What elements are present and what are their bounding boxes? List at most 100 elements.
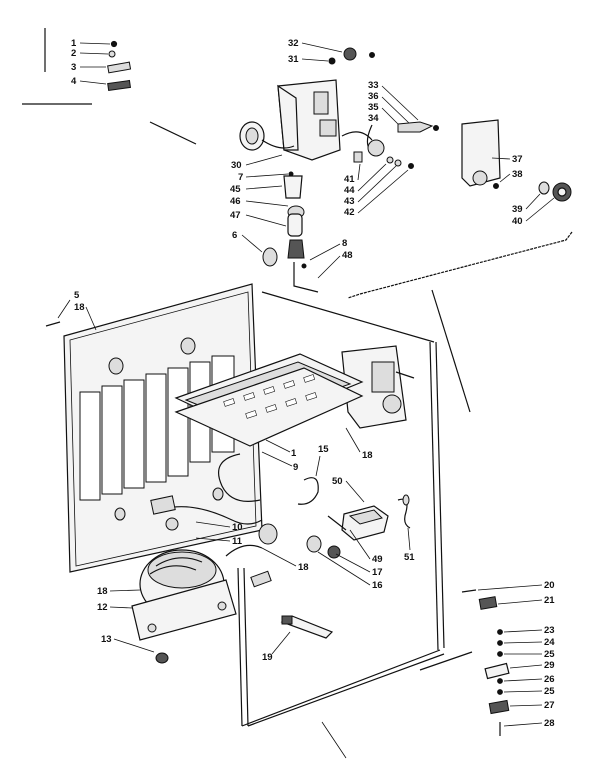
label-part-40: 40 bbox=[512, 216, 523, 227]
leveling-leg-icon bbox=[484, 662, 510, 680]
hardware-group-top-left: 1 2 3 4 bbox=[71, 38, 132, 92]
nut-icon bbox=[328, 57, 336, 65]
label-part-38: 38 bbox=[512, 169, 523, 180]
label-part-24: 24 bbox=[544, 637, 555, 648]
grommet-icon bbox=[262, 247, 278, 267]
bracket-icon bbox=[107, 61, 132, 74]
label-part-30: 30 bbox=[231, 160, 242, 171]
label-part-4: 4 bbox=[71, 76, 77, 87]
label-part-45: 45 bbox=[230, 184, 241, 195]
screw-icon bbox=[461, 589, 477, 593]
label-part-49: 49 bbox=[372, 554, 383, 565]
label-part-18-a: 18 bbox=[74, 302, 85, 313]
label-part-8: 8 bbox=[342, 238, 347, 249]
grommet-icon bbox=[327, 545, 341, 559]
label-part-11: 11 bbox=[232, 536, 243, 547]
capacitor-icon bbox=[287, 213, 303, 237]
thermostat-group: 33 36 35 34 bbox=[341, 80, 439, 157]
screw-icon bbox=[408, 163, 414, 169]
label-part-39: 39 bbox=[512, 204, 523, 215]
label-part-50: 50 bbox=[332, 476, 343, 487]
label-part-18-d: 18 bbox=[97, 586, 108, 597]
label-part-12: 12 bbox=[97, 602, 108, 613]
label-part-2: 2 bbox=[71, 48, 76, 59]
terminal-group: 41 44 43 42 bbox=[344, 151, 414, 218]
label-part-33: 33 bbox=[368, 80, 379, 91]
label-part-23: 23 bbox=[544, 625, 555, 636]
control-housing: 32 31 bbox=[277, 38, 375, 161]
terminal-icon bbox=[353, 151, 363, 163]
switch-icon bbox=[367, 139, 385, 157]
capacitor-icon bbox=[306, 535, 322, 553]
label-part-43: 43 bbox=[344, 196, 355, 207]
label-part-27: 27 bbox=[544, 700, 555, 711]
label-part-25-b: 25 bbox=[544, 686, 555, 697]
compressor-assembly: 10 11 18 18 12 13 bbox=[97, 453, 309, 664]
label-part-47: 47 bbox=[230, 210, 241, 221]
clip-icon bbox=[478, 596, 498, 610]
label-part-9: 9 bbox=[293, 462, 298, 473]
label-part-26: 26 bbox=[544, 674, 555, 685]
label-part-34: 34 bbox=[368, 113, 379, 124]
base-plate-icon bbox=[131, 579, 237, 641]
label-part-17: 17 bbox=[372, 567, 383, 578]
label-part-36: 36 bbox=[368, 91, 379, 102]
label-part-6: 6 bbox=[232, 230, 237, 241]
label-part-1: 1 bbox=[71, 38, 77, 49]
screw-icon bbox=[110, 40, 118, 48]
label-part-16: 16 bbox=[372, 580, 383, 591]
label-part-3: 3 bbox=[71, 62, 76, 73]
label-part-18-b: 18 bbox=[362, 450, 373, 461]
drain-pan: 18 1 9 bbox=[174, 353, 373, 473]
label-part-35: 35 bbox=[368, 102, 379, 113]
nut-icon bbox=[497, 678, 503, 684]
label-part-1-b: 1 bbox=[291, 448, 297, 459]
label-part-37: 37 bbox=[512, 154, 523, 165]
control-box bbox=[341, 345, 415, 429]
washer-icon bbox=[497, 689, 503, 695]
label-part-32: 32 bbox=[288, 38, 299, 49]
washer-icon bbox=[497, 651, 503, 657]
washer-icon bbox=[108, 50, 116, 58]
drier-icon bbox=[150, 495, 176, 515]
overload-icon bbox=[287, 239, 305, 259]
screw-icon bbox=[369, 52, 375, 58]
washer-icon bbox=[497, 640, 503, 646]
label-part-18-c: 18 bbox=[298, 562, 309, 573]
label-part-5: 5 bbox=[74, 290, 80, 301]
label-part-31: 31 bbox=[288, 54, 299, 65]
margin-marks bbox=[22, 28, 197, 145]
electrical-parts: 15 50 49 17 16 51 bbox=[297, 444, 415, 591]
cabinet-frame bbox=[237, 291, 473, 759]
label-part-13: 13 bbox=[101, 634, 112, 645]
label-part-20: 20 bbox=[544, 580, 555, 591]
label-part-25-a: 25 bbox=[544, 649, 555, 660]
label-part-21: 21 bbox=[544, 595, 555, 606]
label-part-42: 42 bbox=[344, 207, 355, 218]
grommet-icon bbox=[155, 652, 169, 664]
foot-icon bbox=[488, 699, 510, 715]
control-cover-group: 37 38 39 40 bbox=[347, 119, 573, 413]
dial-icon bbox=[382, 394, 402, 414]
label-part-15: 15 bbox=[318, 444, 329, 455]
label-part-19: 19 bbox=[262, 652, 273, 663]
clip-icon bbox=[297, 477, 319, 505]
bracket-icon bbox=[293, 262, 319, 293]
thermostat-icon bbox=[397, 121, 434, 133]
label-part-44: 44 bbox=[344, 185, 355, 196]
washer-icon bbox=[538, 181, 550, 195]
label-part-28: 28 bbox=[544, 718, 555, 729]
label-part-10: 10 bbox=[232, 522, 243, 533]
bracket-icon bbox=[283, 175, 303, 199]
knob-icon bbox=[343, 47, 357, 61]
label-part-7: 7 bbox=[238, 172, 243, 183]
hardware-group-bottom-right: 20 21 23 24 25 29 26 25 27 28 bbox=[461, 580, 555, 736]
label-part-46: 46 bbox=[230, 196, 241, 207]
label-part-29: 29 bbox=[544, 660, 555, 671]
clip-icon bbox=[107, 79, 132, 92]
screw-icon bbox=[493, 183, 499, 189]
label-part-51: 51 bbox=[404, 552, 415, 563]
washer-icon bbox=[497, 629, 503, 635]
inner-bracket: 19 bbox=[262, 615, 334, 663]
